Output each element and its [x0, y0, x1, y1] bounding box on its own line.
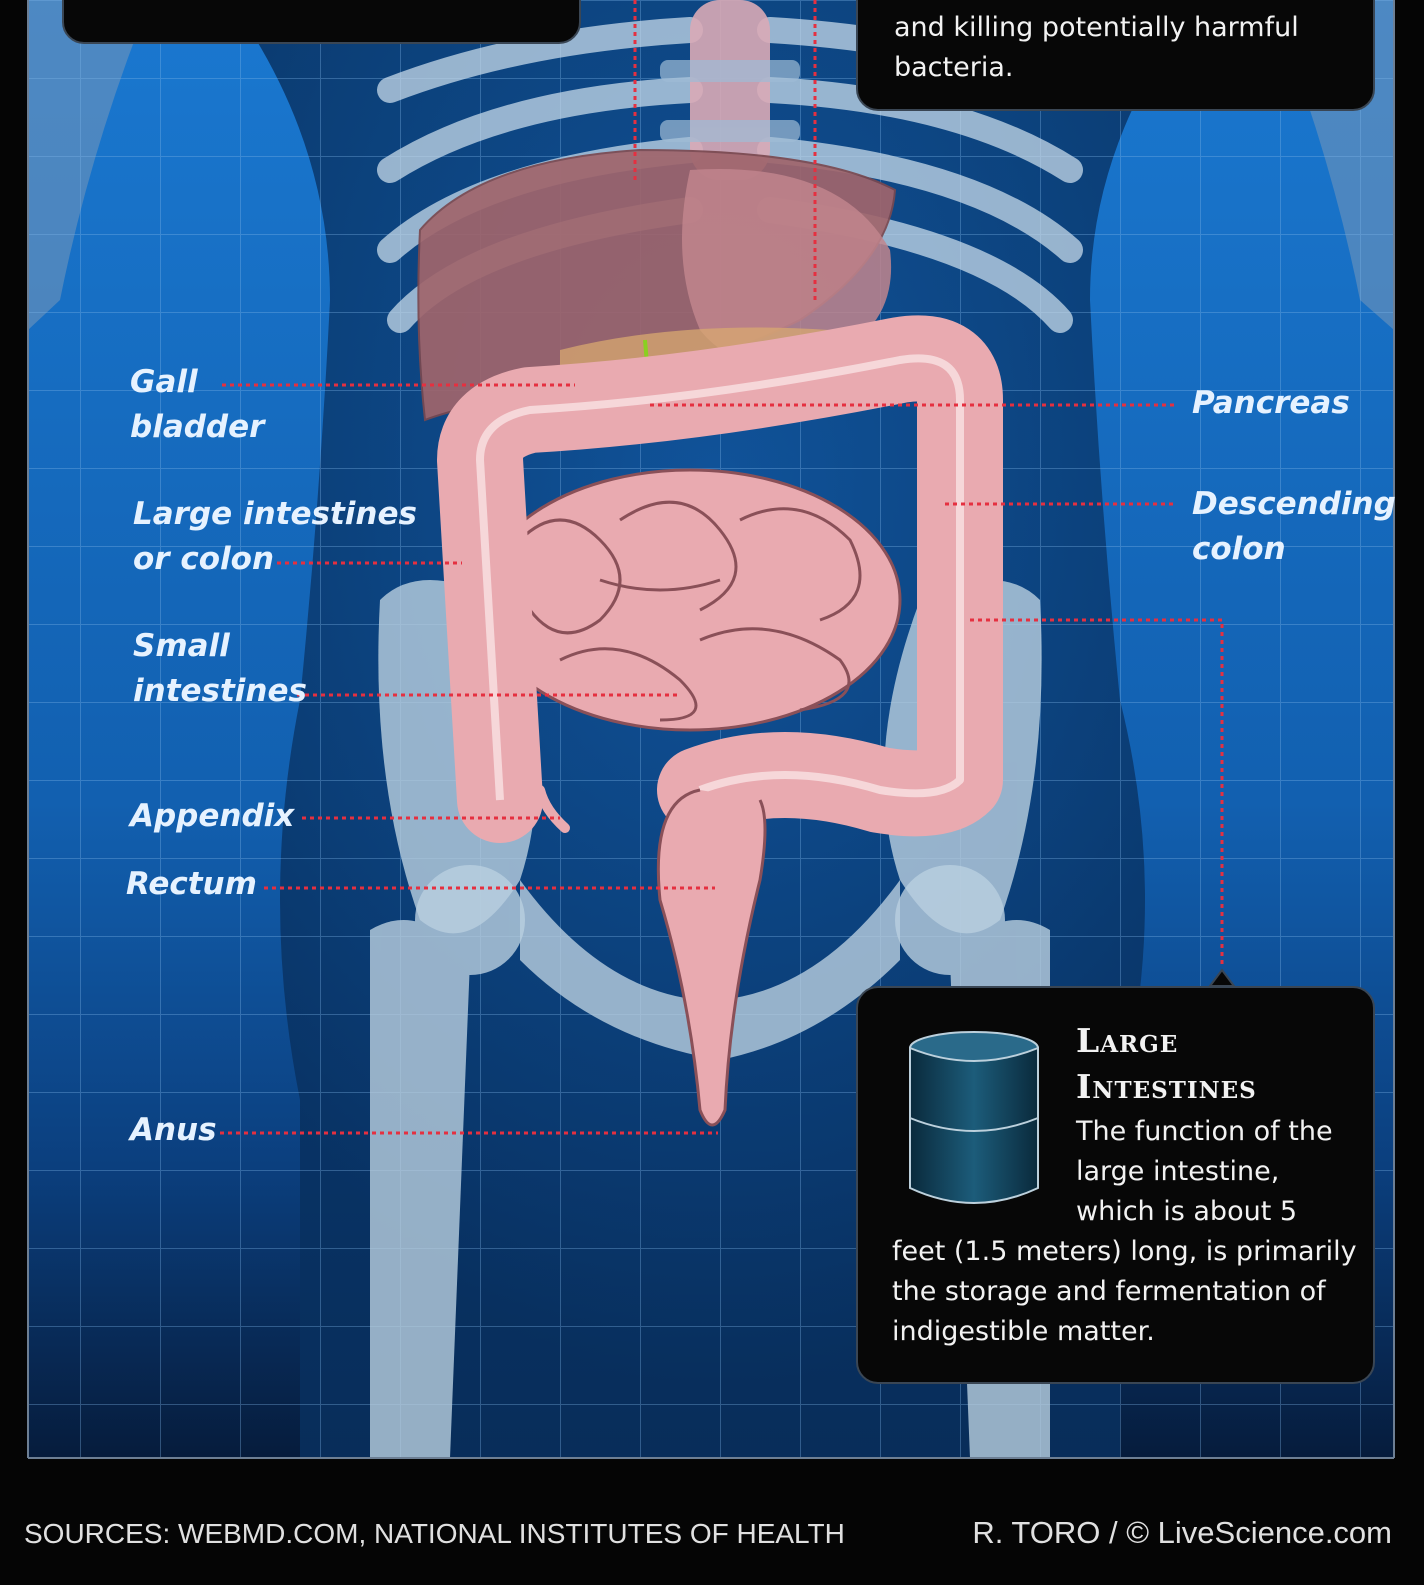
- label-gall-bladder: Gall bladder: [130, 360, 264, 450]
- label-rectum: Rectum: [126, 862, 257, 907]
- large-intestines-body-2: feet (1.5 meters) long, is primarily the…: [892, 1232, 1357, 1352]
- large-intestines-body-1: The function of the large intestine, whi…: [1076, 1112, 1333, 1232]
- footer-credit: R. TORO / © LiveScience.com: [972, 1515, 1392, 1551]
- label-appendix: Appendix: [130, 794, 294, 839]
- footer-sources: SOURCES: WEBMD.COM, NATIONAL INSTITUTES …: [24, 1518, 845, 1550]
- label-small-intestines: Small intestines: [133, 624, 307, 714]
- top-left-info-box: [62, 0, 581, 44]
- large-intestines-title: Large Intestines: [1076, 1018, 1257, 1110]
- label-descending-colon: Descending colon: [1192, 482, 1396, 572]
- label-pancreas: Pancreas: [1192, 381, 1350, 426]
- barrel-icon: [904, 1028, 1054, 1218]
- top-right-box-text: and killing potentially harmful bacteria…: [894, 8, 1299, 88]
- label-anus: Anus: [130, 1108, 217, 1153]
- top-right-info-box: and killing potentially harmful bacteria…: [856, 0, 1375, 111]
- label-large-intestines: Large intestines or colon: [133, 492, 417, 582]
- large-intestines-info-box: Large Intestines The function of the lar…: [856, 986, 1375, 1384]
